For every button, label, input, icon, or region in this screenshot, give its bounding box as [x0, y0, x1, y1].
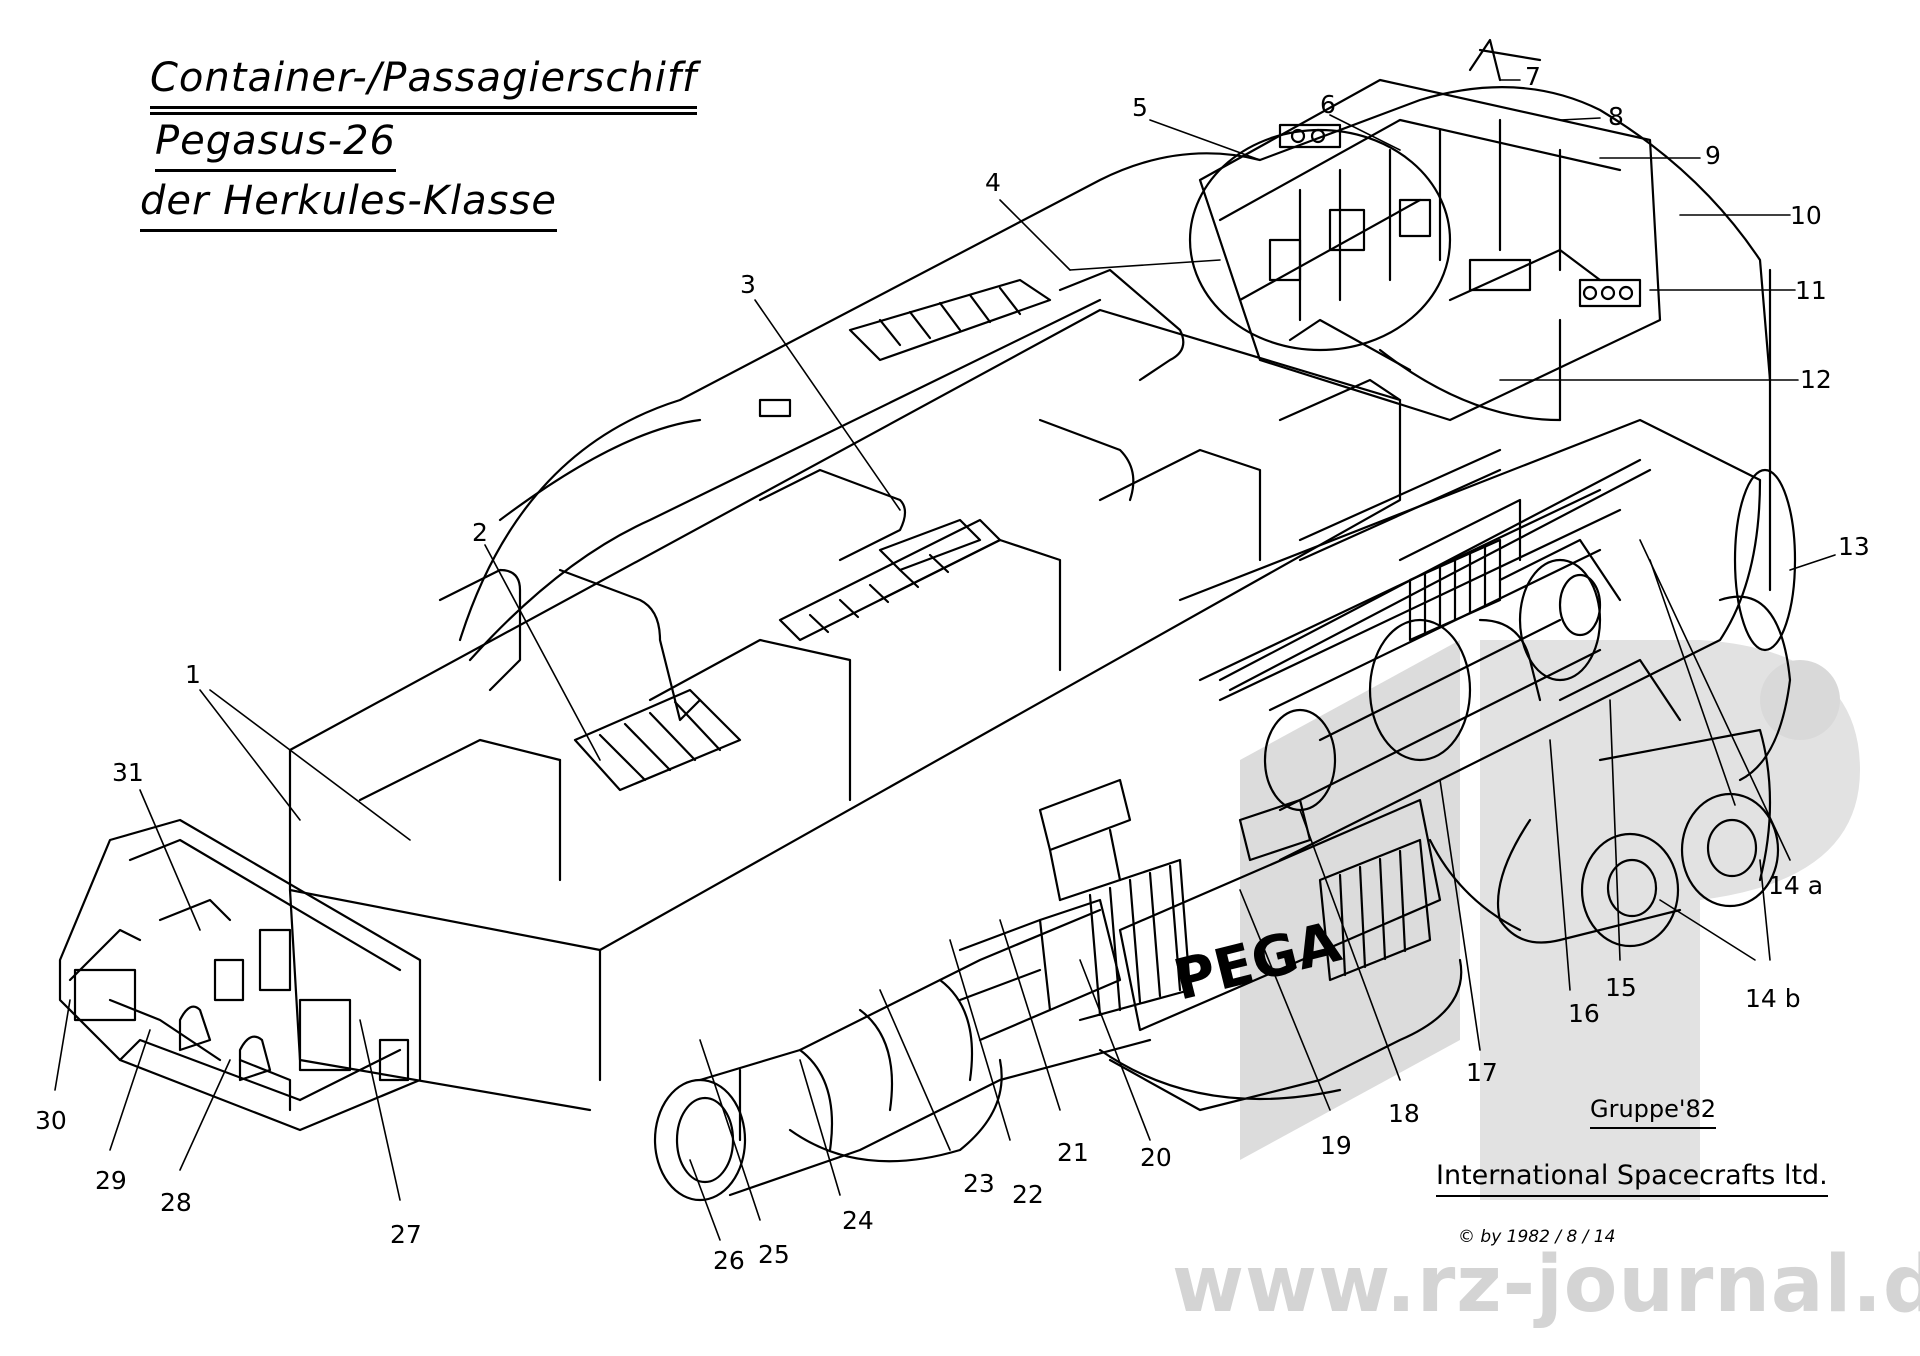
group-credit: Gruppe'82: [1590, 1095, 1717, 1129]
callout-label: 29: [95, 1166, 127, 1195]
callout-label: 6: [1320, 90, 1336, 119]
callout-label: 14 a: [1768, 871, 1824, 900]
title-line-1: Container-/Passagierschiff: [150, 55, 698, 115]
callout-label: 2: [472, 518, 488, 547]
callout-label: 12: [1800, 365, 1832, 394]
callout-label: 18: [1388, 1099, 1420, 1128]
callout-label: 15: [1605, 973, 1637, 1002]
callout-label: 13: [1838, 532, 1870, 561]
callout-label: 22: [1012, 1180, 1044, 1209]
engine-pod-right: [1680, 792, 1780, 908]
callout-label: 26: [713, 1246, 745, 1275]
signature-date: © by 1982 / 8 / 14: [1458, 1227, 1616, 1247]
callout-label: 16: [1568, 999, 1600, 1028]
callout-label: 25: [758, 1240, 790, 1269]
callout-label: 23: [963, 1169, 995, 1198]
callout-label: 31: [112, 758, 144, 787]
callout-label: 5: [1132, 93, 1148, 122]
callout-label: 14 b: [1745, 984, 1801, 1013]
leader-lines: [54, 79, 1836, 1241]
callout-label: 21: [1057, 1138, 1089, 1167]
watermark-url: www.rz-journal.de: [1172, 1240, 1920, 1330]
callout-label: 17: [1466, 1058, 1498, 1087]
upper-hull-outline: [458, 86, 1772, 642]
callout-label: 10: [1790, 201, 1822, 230]
callout-label: 28: [160, 1188, 192, 1217]
callout-label: 30: [35, 1106, 67, 1135]
callout-label: 9: [1705, 141, 1721, 170]
callout-label: 8: [1608, 102, 1624, 131]
title-line-3: der Herkules-Klasse: [140, 178, 557, 232]
passenger-deck-cutaway: [1198, 78, 1662, 422]
callout-label: 20: [1140, 1143, 1172, 1172]
callout-label: 3: [740, 270, 756, 299]
callout-label: 24: [842, 1206, 874, 1235]
callout-label: 19: [1320, 1131, 1352, 1160]
callout-label: 4: [985, 168, 1001, 197]
callout-label: 27: [390, 1220, 422, 1249]
cargo-spine: [288, 308, 1402, 952]
cockpit-section: [58, 818, 422, 1132]
engine-room-cutaway: [1178, 418, 1762, 862]
callout-label: 7: [1525, 62, 1541, 91]
callout-label: 11: [1795, 276, 1827, 305]
callout-label: 1: [185, 660, 201, 689]
title-line-2: Pegasus-26: [155, 118, 396, 172]
company-credit: International Spacecrafts ltd.: [1436, 1160, 1828, 1197]
engine-pod-left: [1580, 832, 1680, 948]
